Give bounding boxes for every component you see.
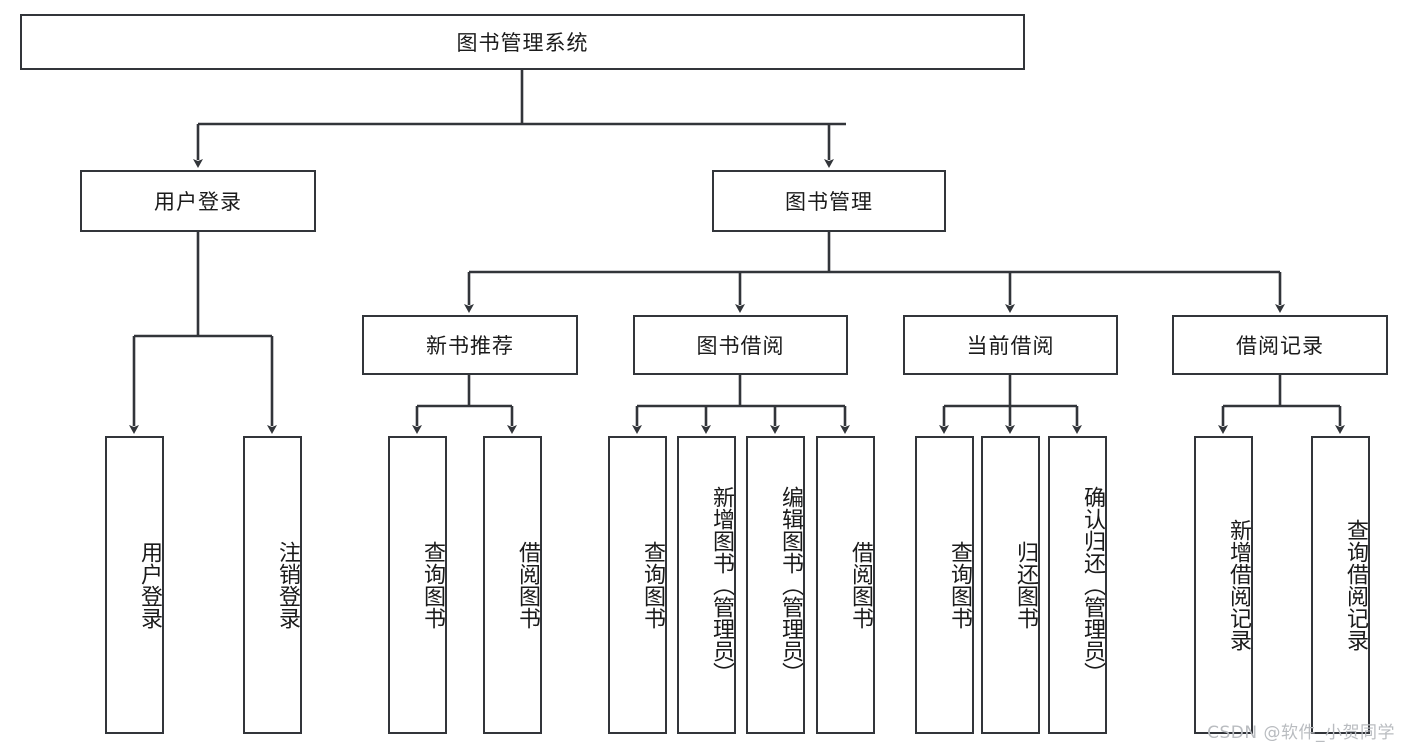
leaf-edit-book[interactable]: 编辑图书（管理员） — [746, 436, 805, 734]
node-label: 查询图书 — [640, 541, 665, 629]
leaf-query-book-2[interactable]: 查询图书 — [608, 436, 667, 734]
node-label: 确认归还（管理员） — [1080, 486, 1105, 684]
node-label: 借阅图书 — [515, 541, 540, 629]
leaf-user-login[interactable]: 用户登录 — [105, 436, 164, 734]
node-label: 用户登录 — [154, 190, 242, 214]
node-label: 注销登录 — [275, 541, 300, 629]
node-label: 新增借阅记录 — [1226, 519, 1251, 651]
node-label: 借阅图书 — [848, 541, 873, 629]
node-book-management-system[interactable]: 图书管理系统 — [20, 14, 1025, 70]
node-label: 图书管理系统 — [456, 31, 589, 55]
leaf-user-logout[interactable]: 注销登录 — [243, 436, 302, 734]
node-label: 查询图书 — [947, 541, 972, 629]
node-book-borrow[interactable]: 图书借阅 — [633, 315, 848, 375]
node-label: 图书借阅 — [696, 334, 785, 358]
node-label: 新书推荐 — [426, 334, 514, 358]
node-borrow-record[interactable]: 借阅记录 — [1172, 315, 1388, 375]
node-label: 归还图书 — [1013, 541, 1038, 629]
node-label: 借阅记录 — [1236, 334, 1324, 358]
node-label: 查询借阅记录 — [1343, 519, 1368, 651]
leaf-return-book[interactable]: 归还图书 — [981, 436, 1040, 734]
leaf-confirm-return[interactable]: 确认归还（管理员） — [1048, 436, 1107, 734]
leaf-query-book-1[interactable]: 查询图书 — [388, 436, 447, 734]
csdn-watermark: CSDN @软件_小贺同学 — [1207, 723, 1395, 743]
node-current-borrow[interactable]: 当前借阅 — [903, 315, 1118, 375]
leaf-borrow-book-1[interactable]: 借阅图书 — [483, 436, 542, 734]
node-label: 当前借阅 — [966, 334, 1055, 358]
node-new-book-recommend[interactable]: 新书推荐 — [362, 315, 578, 375]
node-user-login[interactable]: 用户登录 — [80, 170, 316, 232]
node-label: 用户登录 — [137, 541, 162, 629]
leaf-add-record[interactable]: 新增借阅记录 — [1194, 436, 1253, 734]
node-label: 新增图书（管理员） — [709, 486, 734, 684]
node-book-manage[interactable]: 图书管理 — [712, 170, 946, 232]
node-label: 查询图书 — [420, 541, 445, 629]
leaf-borrow-book-2[interactable]: 借阅图书 — [816, 436, 875, 734]
node-label: 图书管理 — [785, 190, 873, 214]
leaf-query-record[interactable]: 查询借阅记录 — [1311, 436, 1370, 734]
leaf-add-book[interactable]: 新增图书（管理员） — [677, 436, 736, 734]
leaf-query-book-3[interactable]: 查询图书 — [915, 436, 974, 734]
node-label: 编辑图书（管理员） — [778, 486, 803, 684]
